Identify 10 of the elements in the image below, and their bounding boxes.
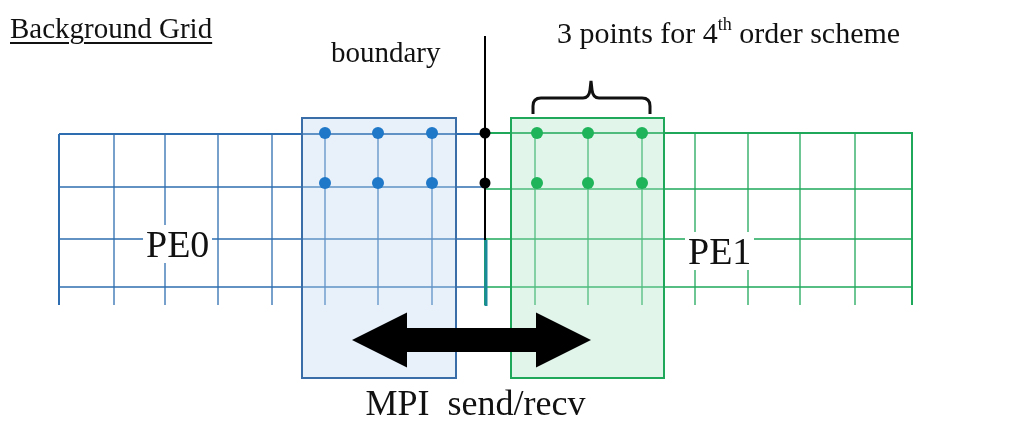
halo-region bbox=[301, 117, 457, 379]
domain-label: PE0 bbox=[143, 225, 213, 263]
annotation: 3 points for 4$^{th}$ order scheme bbox=[557, 18, 901, 48]
heading: Background Grid bbox=[10, 14, 213, 43]
grid-domain bbox=[59, 133, 487, 305]
halo-region bbox=[510, 117, 665, 379]
double-arrow bbox=[351, 312, 592, 368]
annotation: boundary bbox=[331, 38, 441, 67]
domain-label: PE1 bbox=[685, 232, 755, 270]
grid-domain bbox=[485, 132, 913, 305]
